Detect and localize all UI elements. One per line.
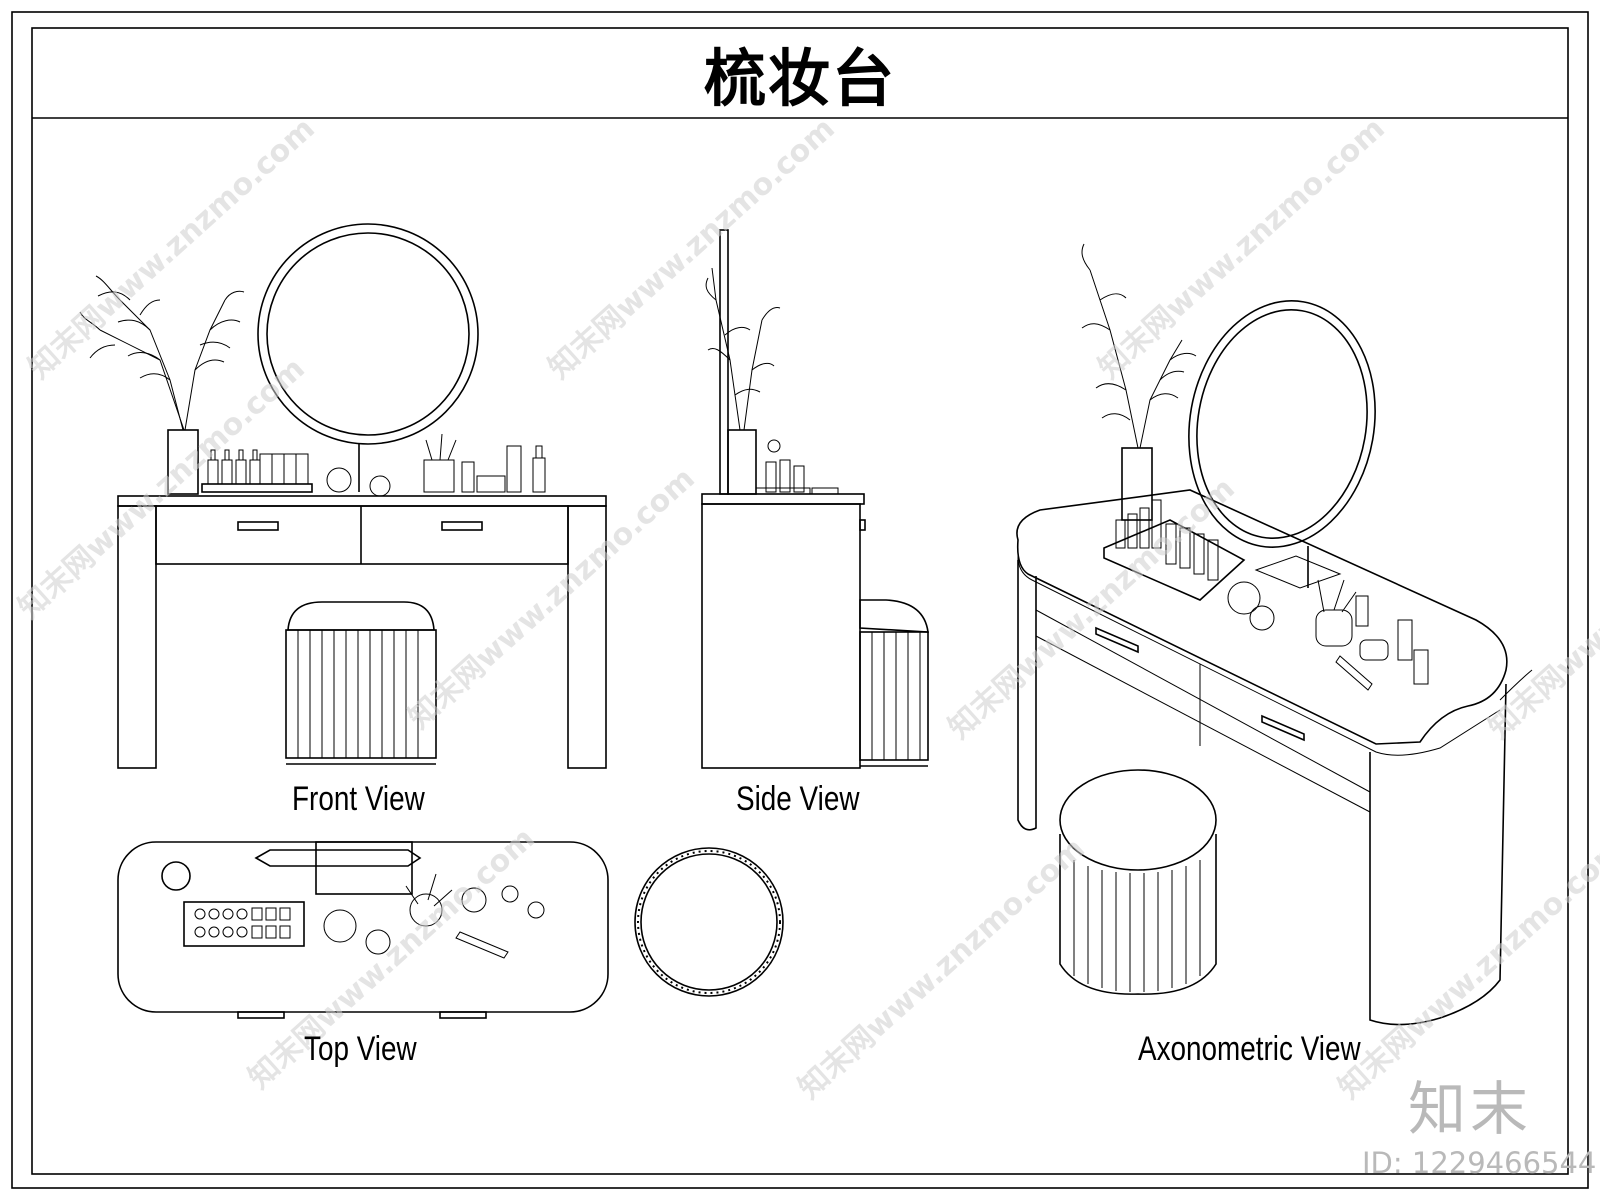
apron-bottom-axo xyxy=(1035,635,1371,813)
mirror-inner-axo xyxy=(1196,309,1368,539)
svg-text:知末网www.znzmo.com: 知末网www.znzmo.com xyxy=(12,351,312,626)
inner-border xyxy=(31,27,1569,1175)
stool-flutes-axo xyxy=(1073,860,1201,992)
top-view-drawing xyxy=(117,841,609,1019)
stool-cushion-axo xyxy=(1059,769,1217,871)
tabletop-side xyxy=(701,493,865,505)
left-leg-front xyxy=(117,505,157,769)
handle-side xyxy=(859,519,866,531)
drawer-band-bottom-axo xyxy=(1035,609,1371,793)
axonometric-view-label: Axonometric View xyxy=(1138,1030,1361,1068)
cosmetics-axo xyxy=(1115,499,1429,691)
stool-cushion-side xyxy=(859,599,929,633)
tray-axo xyxy=(1103,519,1246,601)
svg-text:知末网www.znzmo.com: 知末网www.znzmo.com xyxy=(1092,111,1392,386)
round-box-top xyxy=(161,861,191,891)
stool-body-front xyxy=(285,629,437,759)
cosmetics-side xyxy=(755,439,839,495)
tabletop-axo xyxy=(1016,489,1508,745)
top-view-label: Top View xyxy=(304,1030,417,1068)
drawer-band-front xyxy=(155,505,569,565)
svg-text:知末网www.znzmo.com: 知末网www.znzmo.com xyxy=(942,471,1242,746)
right-leg-front xyxy=(567,505,607,769)
side-view-label: Side View xyxy=(736,780,860,818)
stool-inner-top xyxy=(640,853,778,991)
mirror-outer-front xyxy=(257,223,479,445)
tray-front xyxy=(201,483,313,493)
mirror-inner-front xyxy=(266,232,470,436)
mirror-outer-axo xyxy=(1188,300,1376,548)
plant-branches-front xyxy=(79,275,245,431)
vase-axo xyxy=(1121,447,1153,521)
drawer-handle-top-left xyxy=(237,1011,285,1019)
drawing-title: 梳妆台 xyxy=(703,42,896,115)
watermark-logo: 知末 xyxy=(1408,1075,1533,1143)
front-view-label: Front View xyxy=(292,780,425,818)
drawer-handle-left xyxy=(237,521,279,531)
left-leg-axo xyxy=(1017,560,1037,831)
stool-top-view-drawing xyxy=(634,847,784,997)
svg-text:知末网www.znzmo.com: 知末网www.znzmo.com xyxy=(1482,471,1600,746)
svg-text:知末网www.znzmo.com: 知末网www.znzmo.com xyxy=(542,111,842,386)
outer-border xyxy=(11,11,1589,1189)
axonometric-view-drawing xyxy=(1016,243,1533,1026)
plant-branches-axo xyxy=(1081,243,1197,449)
tray-top xyxy=(183,901,305,947)
mirror-plan-top xyxy=(254,849,422,867)
drawer-handle-axo-left xyxy=(1095,626,1139,654)
stool-flutes-front xyxy=(297,630,419,758)
mirror-edge-side xyxy=(719,229,729,495)
stool-flutes-side xyxy=(871,632,921,760)
stool-cushion-front xyxy=(287,601,435,631)
svg-text:知末网www.znzmo.com: 知末网www.znzmo.com xyxy=(402,461,702,736)
stool-flute-ring-top xyxy=(637,850,781,994)
drawer-handle-top-right xyxy=(439,1011,487,1019)
cosmetics-front xyxy=(207,433,546,497)
diagonal-watermarks: 知末网www.znzmo.com 知末网www.znzmo.com 知末网www… xyxy=(12,111,1600,1106)
mirror-base-top xyxy=(315,841,413,895)
svg-text:知末网www.znzmo.com: 知末网www.znzmo.com xyxy=(22,111,322,386)
front-view-drawing xyxy=(79,223,607,769)
plant-branches-side xyxy=(705,267,781,431)
mirror-base-axo xyxy=(1254,555,1342,589)
stool-outer-top xyxy=(634,847,784,997)
stool-body-side xyxy=(859,631,929,761)
watermark-id: ID: 1229466544 xyxy=(1362,1146,1597,1180)
tabletop-front xyxy=(117,495,607,507)
side-view-drawing xyxy=(701,229,929,769)
drawer-handle-right xyxy=(441,521,483,531)
stool-body-axo xyxy=(1059,834,1217,995)
cabinet-side xyxy=(701,503,861,769)
right-leg-axo xyxy=(1369,683,1507,1026)
drawer-handle-axo-right xyxy=(1261,714,1305,742)
chair-hint-axo xyxy=(1499,669,1533,701)
svg-text:知末网www.znzmo.com: 知末网www.znzmo.com xyxy=(792,831,1092,1106)
cosmetics-top xyxy=(194,873,545,959)
tabletop-edge-axo xyxy=(1017,548,1501,756)
vase-side xyxy=(727,429,757,495)
